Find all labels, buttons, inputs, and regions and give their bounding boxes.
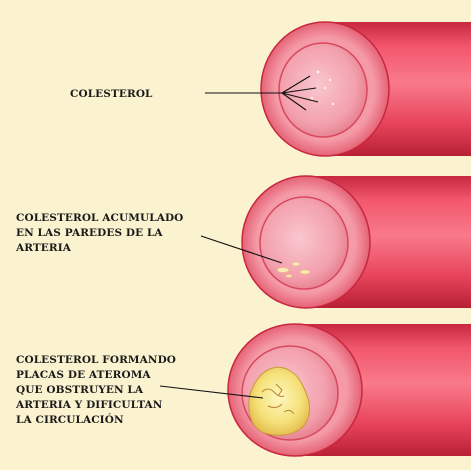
artery-2-lumen [260,197,348,289]
label-line: ARTERIA Y DIFICULTAN [16,398,176,413]
label-line: COLESTEROL FORMANDO [16,353,176,368]
label-line: EN LAS PAREDES DE LA [16,226,183,241]
label-line: ARTERIA [16,241,183,256]
label-line: PLACAS DE ATEROMA [16,368,176,383]
label-line: LA CIRCULACIÓN [16,413,176,428]
artery-2 [242,176,471,308]
artery-1 [261,22,471,156]
artery-3 [228,324,471,456]
label-placas-de-ateroma: COLESTEROL FORMANDO PLACAS DE ATEROMA QU… [16,353,176,428]
label-line: QUE OBSTRUYEN LA [16,383,176,398]
label-line: COLESTEROL [70,87,153,102]
label-colesterol-acumulado: COLESTEROL ACUMULADO EN LAS PAREDES DE L… [16,211,183,256]
label-colesterol: COLESTEROL [70,87,153,102]
label-line: COLESTEROL ACUMULADO [16,211,183,226]
artery-1-lumen [279,43,367,137]
